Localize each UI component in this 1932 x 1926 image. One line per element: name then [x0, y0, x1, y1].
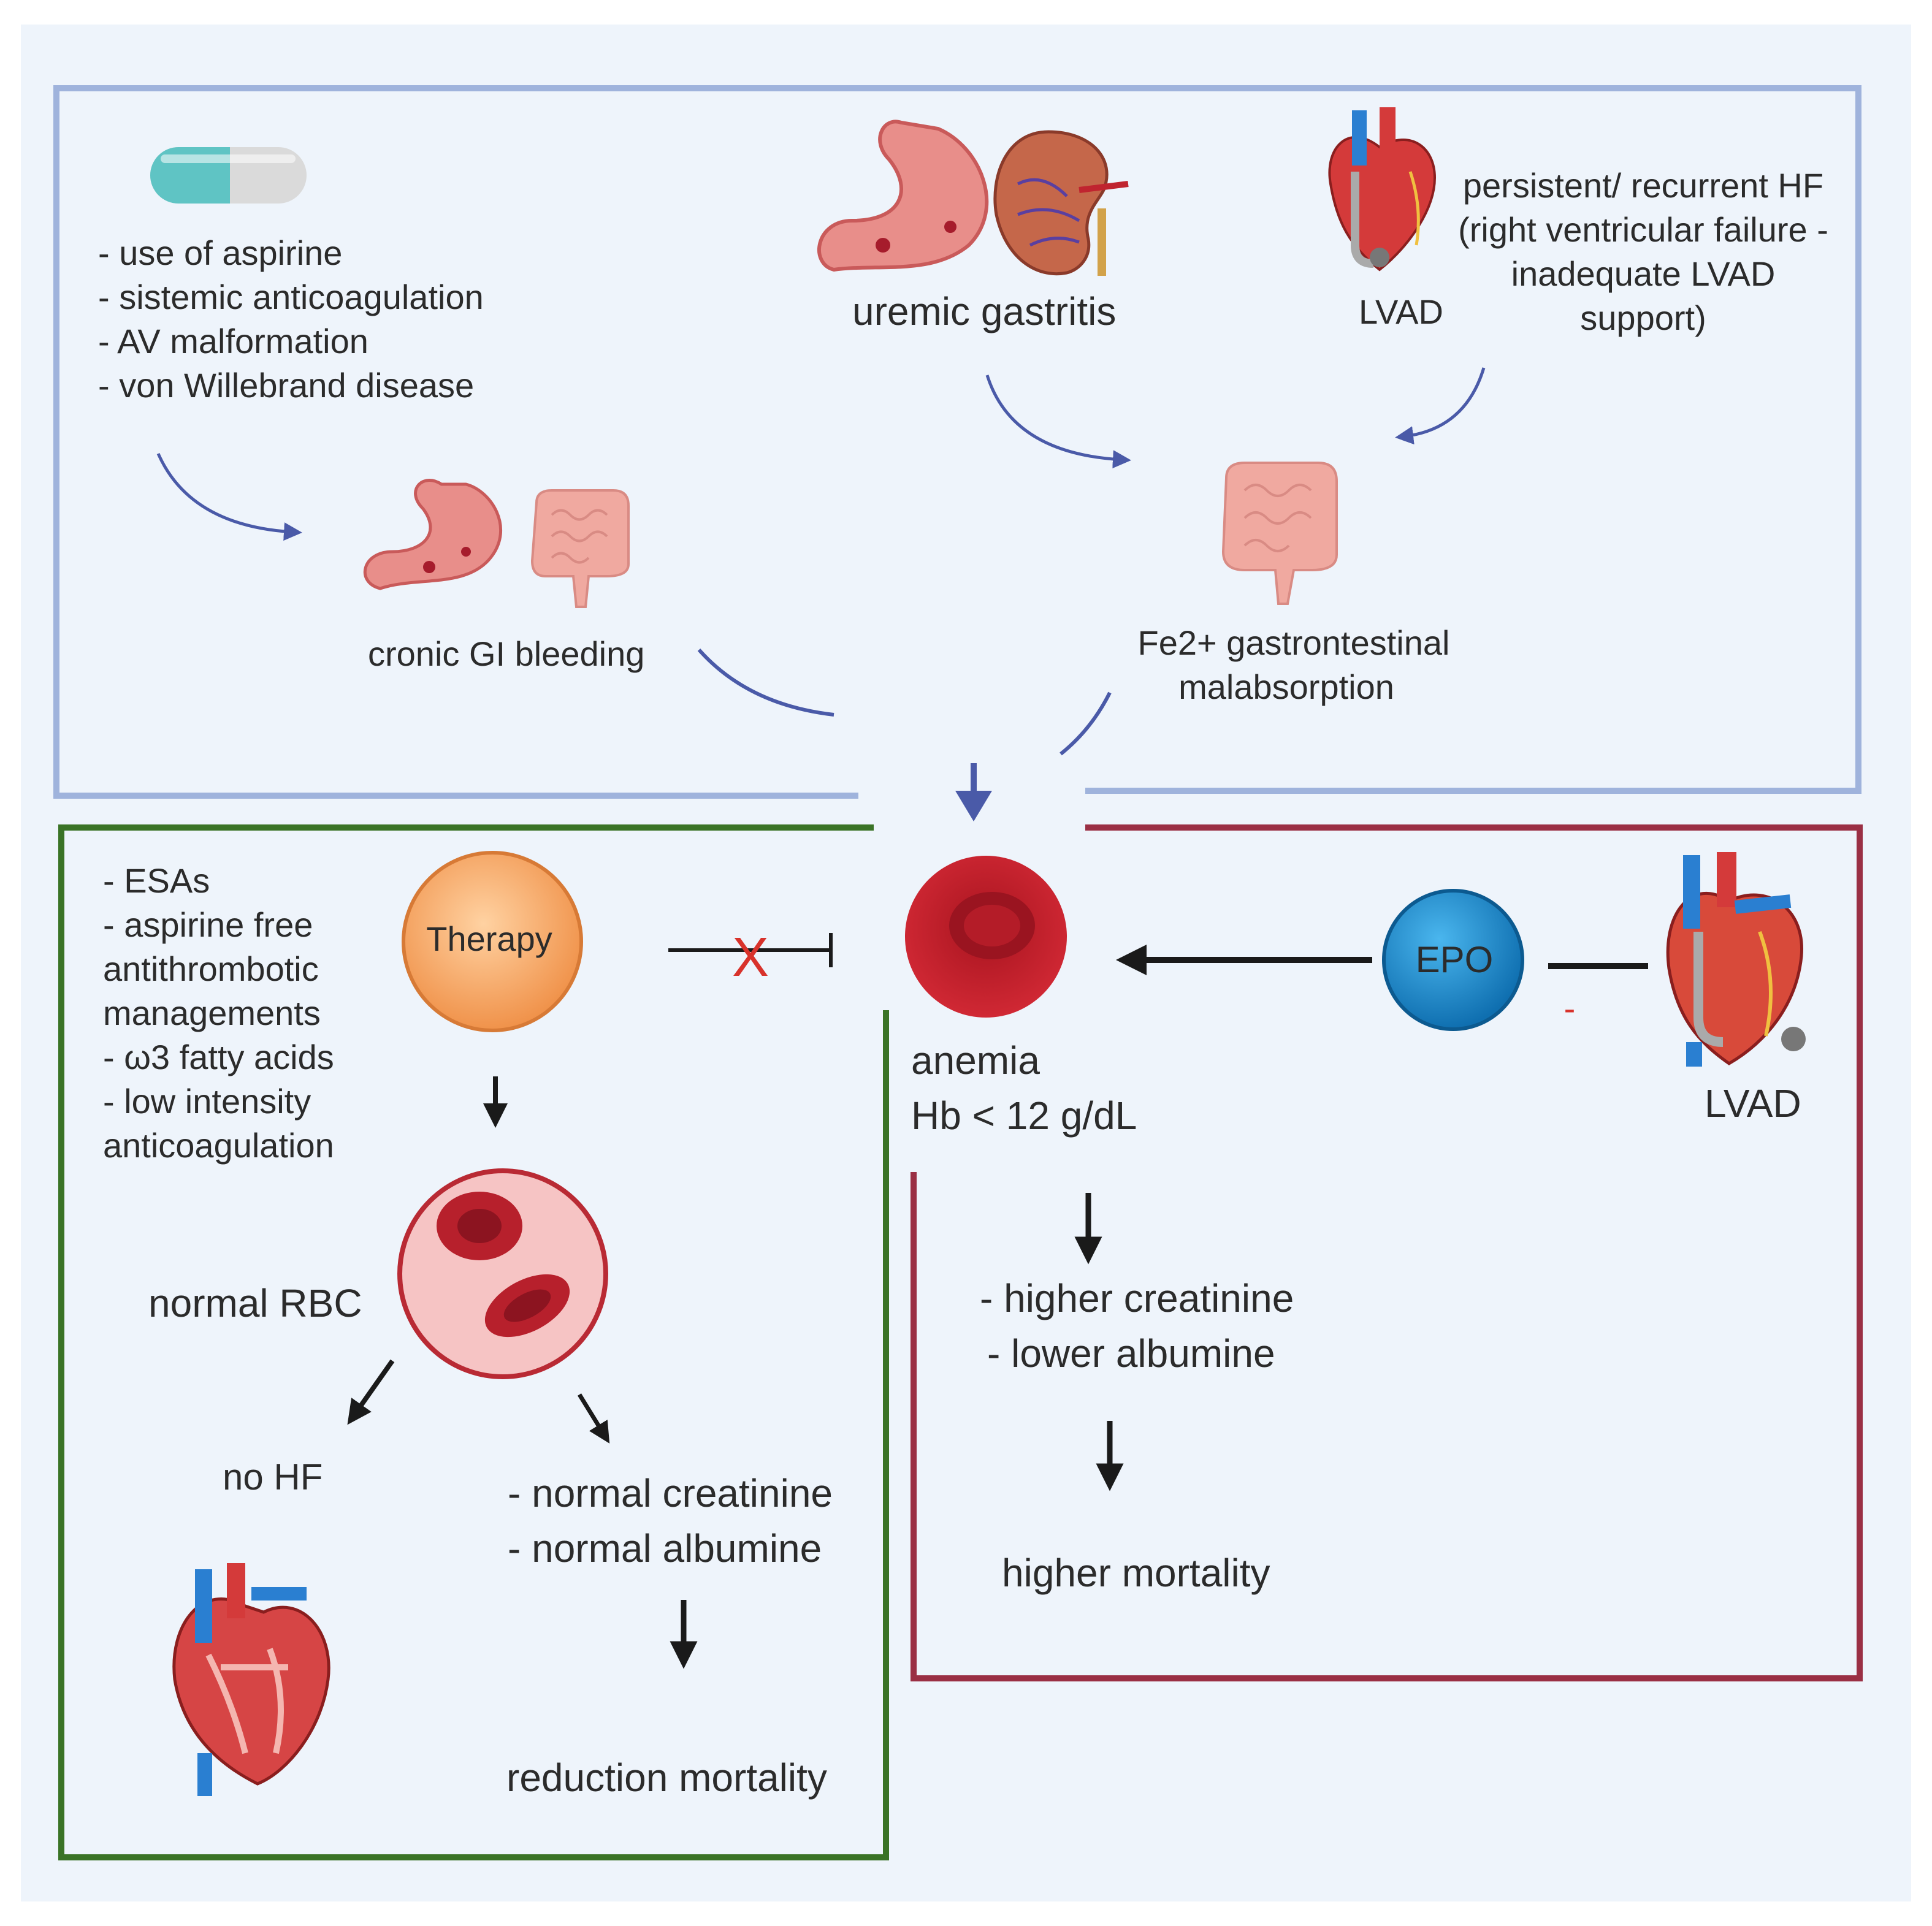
- causes-frame: [53, 85, 1861, 799]
- curved-arrow: [1395, 367, 1486, 445]
- svg-text:support): support): [1580, 299, 1706, 337]
- no-hf-label: no HF: [223, 1456, 323, 1498]
- stomach-icon: [363, 479, 503, 590]
- heart-icon: [172, 1563, 330, 1796]
- normal-labs: - normal creatinine - normal albumine: [508, 1471, 833, 1570]
- higher-labs: - higher creatinine - lower albumine: [980, 1276, 1294, 1376]
- anemia-label: anemia: [911, 1038, 1040, 1083]
- therapy-item: managements: [103, 994, 321, 1032]
- therapy-item: - low intensity: [103, 1082, 311, 1121]
- down-arrow: [955, 763, 992, 821]
- curved-arrow: [156, 452, 302, 541]
- intestine-icon: [530, 489, 630, 608]
- epo-label: EPO: [1416, 939, 1494, 980]
- malabsorption-label: Fe2+ gastrontestinal malabsorption: [1138, 623, 1450, 706]
- cause-item: - AV malformation: [98, 322, 368, 360]
- svg-text:Fe2+ gastrontestinal: Fe2+ gastrontestinal: [1138, 623, 1450, 662]
- pill-icon: [150, 147, 307, 204]
- therapy-label: Therapy: [426, 919, 552, 958]
- lvad-label: LVAD: [1359, 292, 1443, 331]
- svg-text:malabsorption: malabsorption: [1178, 668, 1394, 706]
- therapy-frame: [58, 824, 889, 1860]
- higher-mortality-label: higher mortality: [1002, 1551, 1270, 1595]
- normal-rbc-label: normal RBC: [148, 1281, 362, 1325]
- normal-rbc-icon: [397, 1168, 608, 1379]
- kidney-icon: [993, 130, 1129, 276]
- cause-item: - von Willebrand disease: [98, 366, 474, 405]
- epo-circle: [1382, 889, 1524, 1031]
- therapy-item: antithrombotic: [103, 950, 319, 988]
- uremic-gastritis-label: uremic gastritis: [852, 289, 1116, 333]
- cause-item: - sistemic anticoagulation: [98, 278, 484, 316]
- curved-arrow: [985, 375, 1131, 469]
- therapy-circle: [402, 851, 583, 1032]
- svg-text:- lower albumine: - lower albumine: [987, 1331, 1275, 1376]
- intestine-icon: [1221, 462, 1338, 605]
- down-arrow: [578, 1393, 610, 1444]
- anemia-frame: [911, 824, 1863, 1681]
- lvad-heart-icon: [1328, 107, 1437, 272]
- curve-to-anemia: [697, 649, 834, 717]
- lvad-label: LVAD: [1705, 1081, 1801, 1125]
- svg-text:- normal albumine: - normal albumine: [508, 1526, 822, 1570]
- reduction-mortality-label: reduction mortality: [506, 1756, 827, 1800]
- anemia-rbc-icon: [905, 856, 1067, 1018]
- svg-text:- higher creatinine: - higher creatinine: [980, 1276, 1294, 1320]
- therapy-list: - ESAs - aspirine free antithrombotic ma…: [103, 861, 334, 1165]
- big-stomach-icon: [817, 120, 989, 272]
- persistent-hf-text: persistent/ recurrent HF (right ventricu…: [1458, 166, 1828, 337]
- suppression-minus: -: [1564, 989, 1576, 1027]
- therapy-item: - ω3 fatty acids: [103, 1038, 334, 1076]
- cause-item: - use of aspirine: [98, 234, 342, 272]
- therapy-item: anticoagulation: [103, 1126, 334, 1165]
- inhibition-blocked-x: X: [732, 927, 769, 988]
- svg-text:(right ventricular failure -: (right ventricular failure -: [1458, 210, 1828, 249]
- svg-text:inadequate LVAD: inadequate LVAD: [1511, 254, 1776, 293]
- down-arrow: [347, 1359, 395, 1425]
- therapy-item: - aspirine free: [103, 905, 313, 944]
- curve-to-anemia: [1060, 691, 1112, 756]
- hb-threshold-label: Hb < 12 g/dL: [911, 1094, 1137, 1138]
- lvad-heart-icon: [1666, 852, 1806, 1067]
- inhibition-arrow: [668, 933, 833, 967]
- causes-list: - use of aspirine - sistemic anticoagula…: [98, 234, 484, 405]
- svg-text:- normal creatinine: - normal creatinine: [508, 1471, 833, 1515]
- svg-text:persistent/ recurrent HF: persistent/ recurrent HF: [1463, 166, 1823, 205]
- therapy-item: - ESAs: [103, 861, 210, 900]
- cronic-gi-bleeding-label: cronic GI bleeding: [368, 634, 644, 673]
